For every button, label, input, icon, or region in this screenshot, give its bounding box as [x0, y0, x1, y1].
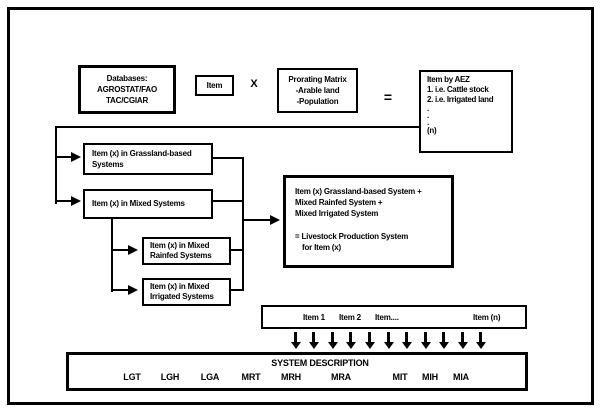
- result-line-1: Item (x) Grassland-based System +: [295, 187, 422, 196]
- rainfed-line-2: Rainfed Systems: [150, 251, 212, 260]
- arrow-to-grassland-head-icon: [71, 152, 81, 162]
- rainfed-line-1: Item (x) in Mixed: [150, 241, 210, 250]
- grassland-line-2: Systems: [92, 160, 124, 169]
- irrigated-line-2: Irrigated Systems: [150, 292, 214, 301]
- mixed-rainfed-box: Item (x) in Mixed Rainfed Systems: [142, 237, 231, 265]
- arrow-to-rainfed-head-icon: [128, 245, 138, 255]
- result-box: Item (x) Grassland-based System + Mixed …: [283, 175, 454, 268]
- feed-line-vertical: [55, 126, 57, 204]
- result-line-2: Mixed Rainfed System +: [295, 198, 383, 207]
- aez-ellipsis-dot: .: [427, 104, 429, 113]
- result-line-4: = Livestock Production System: [295, 232, 409, 241]
- system-description-box: SYSTEM DESCRIPTION LGT LGH LGA MRT MRH M…: [66, 352, 528, 391]
- rainfed-out-line: [231, 249, 244, 251]
- aez-title: Item by AEZ: [427, 75, 470, 84]
- arrow-to-grassland-line: [55, 156, 72, 158]
- mixed-branch-vertical: [111, 219, 113, 292]
- feed-line-horizontal: [55, 126, 419, 128]
- items-strip-item-2: Item 2: [339, 313, 361, 322]
- irrigated-line-1: Item (x) in Mixed: [150, 282, 210, 291]
- prorating-matrix-box: Prorating Matrix -Arable land -Populatio…: [277, 68, 358, 113]
- down-arrow-icon: [290, 332, 301, 349]
- down-arrow-icon: [457, 332, 468, 349]
- multiply-sign: X: [250, 78, 258, 90]
- items-strip-item-n: Item (n): [473, 313, 501, 322]
- result-spacer: [295, 219, 451, 231]
- result-line-3: Mixed Irrigated System: [295, 209, 379, 218]
- prorating-line-1: Prorating Matrix: [288, 75, 347, 84]
- mixed-out-line: [213, 200, 244, 202]
- equals-sign: =: [383, 89, 393, 105]
- system-code-mih: MIH: [422, 372, 438, 382]
- arrow-to-irrigated-line: [111, 289, 130, 291]
- items-strip-box: Item 1 Item 2 Item.... Item (n): [261, 305, 527, 329]
- grassland-systems-box: Item (x) in Grassland-based Systems: [83, 143, 213, 175]
- aez-ellipsis-dot: .: [427, 118, 429, 127]
- aez-example-2: 2. i.e. Irrigated land: [427, 95, 494, 104]
- databases-box: Databases: AGROSTAT/FAO TAC/CGIAR: [78, 65, 176, 114]
- arrow-to-result-line: [242, 219, 271, 221]
- system-code-lgt: LGT: [123, 372, 141, 382]
- items-strip-item-1: Item 1: [303, 313, 325, 322]
- item-by-aez-box: Item by AEZ 1. i.e. Cattle stock 2. i.e.…: [419, 70, 513, 153]
- system-code-mia: MIA: [453, 372, 469, 382]
- prorating-line-2: -Arable land: [295, 86, 340, 95]
- mixed-systems-box: Item (x) in Mixed Systems: [83, 189, 213, 219]
- item-box: Item: [195, 75, 234, 96]
- arrow-to-irrigated-head-icon: [128, 285, 138, 295]
- mixed-irrigated-box: Item (x) in Mixed Irrigated Systems: [142, 278, 231, 306]
- arrow-to-mixed-head-icon: [71, 196, 81, 206]
- arrow-to-rainfed-line: [111, 249, 130, 251]
- system-code-mrt: MRT: [241, 372, 261, 382]
- system-code-lgh: LGH: [160, 372, 180, 382]
- system-code-mit: MIT: [392, 372, 408, 382]
- down-arrow-icon: [475, 332, 486, 349]
- down-arrow-icon: [308, 332, 319, 349]
- system-code-mra: MRA: [331, 372, 351, 382]
- prorating-line-3: -Population: [296, 97, 339, 106]
- result-line-5: for Item (x): [302, 243, 341, 252]
- system-code-mrh: MRH: [281, 372, 301, 382]
- irrigated-out-line: [231, 289, 244, 291]
- system-code-lga: LGA: [200, 372, 220, 382]
- down-arrow-icon: [420, 332, 431, 349]
- items-strip-item-etc: Item....: [375, 313, 399, 322]
- databases-line-1: Databases:: [106, 74, 148, 83]
- grassland-out-line: [213, 157, 244, 159]
- arrow-to-mixed-line: [55, 200, 72, 202]
- collector-vertical: [242, 157, 244, 291]
- system-description-title: SYSTEM DESCRIPTION: [271, 358, 369, 368]
- aez-ellipsis-dot: .: [427, 111, 429, 120]
- aez-example-1: 1. i.e. Cattle stock: [427, 85, 489, 94]
- down-arrow-icon: [438, 332, 449, 349]
- down-arrow-icon: [401, 332, 412, 349]
- down-arrow-icon: [383, 332, 394, 349]
- down-arrow-icon: [364, 332, 375, 349]
- grassland-line-1: Item (x) in Grassland-based: [92, 149, 192, 158]
- databases-line-2: AGROSTAT/FAO: [97, 85, 157, 94]
- arrow-to-result-head-icon: [270, 215, 280, 225]
- down-arrow-icon: [327, 332, 338, 349]
- down-arrow-icon: [345, 332, 356, 349]
- databases-line-3: TAC/CGIAR: [105, 96, 149, 105]
- aez-item-n: (n): [427, 126, 437, 135]
